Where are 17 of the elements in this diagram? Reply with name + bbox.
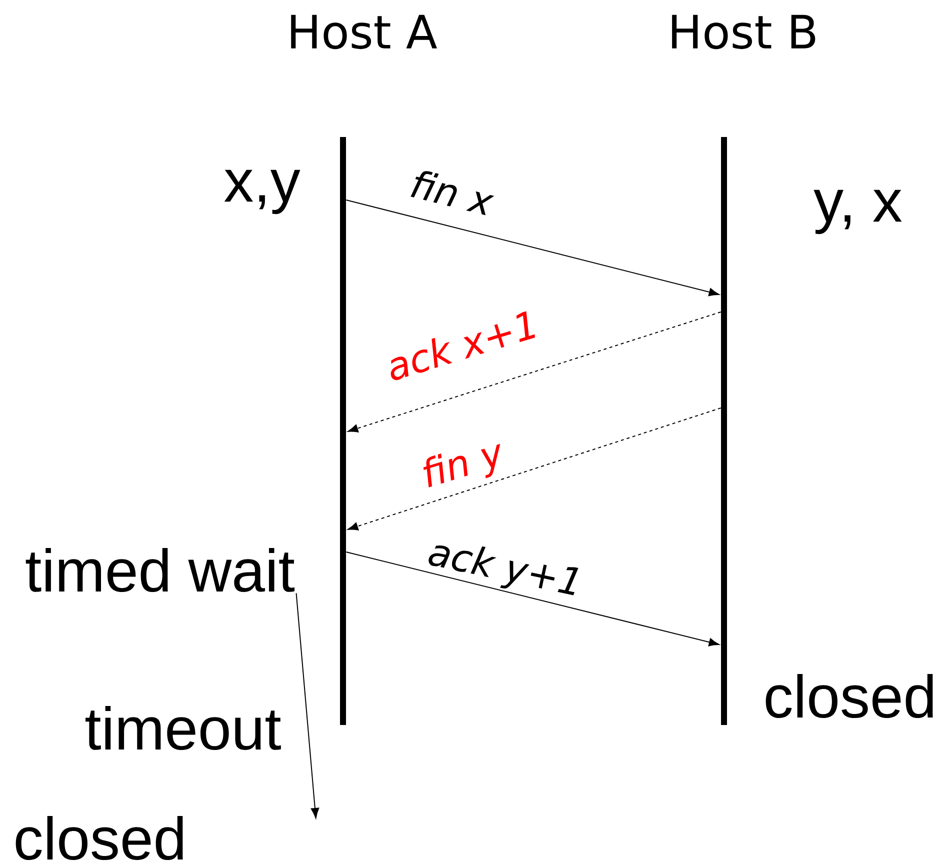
- edge-label: timeout: [86, 706, 281, 750]
- arrow: [348, 312, 722, 432]
- arrow: [296, 592, 320, 818]
- host-label: Host A: [291, 14, 437, 50]
- state-label: closed: [16, 816, 183, 860]
- edge-label: fin x: [410, 171, 494, 216]
- state-label: y, x: [814, 190, 902, 234]
- edge-label: ack x+1: [390, 311, 536, 380]
- state-label: x,y: [224, 170, 300, 214]
- host-label: Host B: [672, 14, 816, 50]
- arrow: [346, 552, 720, 646]
- edge-label: fin y: [423, 444, 500, 488]
- arrow: [346, 200, 720, 296]
- state-label: timed wait: [26, 548, 294, 592]
- state-label: closed: [766, 674, 933, 718]
- edge-label: ack y+1: [428, 546, 578, 596]
- arrow: [348, 408, 722, 530]
